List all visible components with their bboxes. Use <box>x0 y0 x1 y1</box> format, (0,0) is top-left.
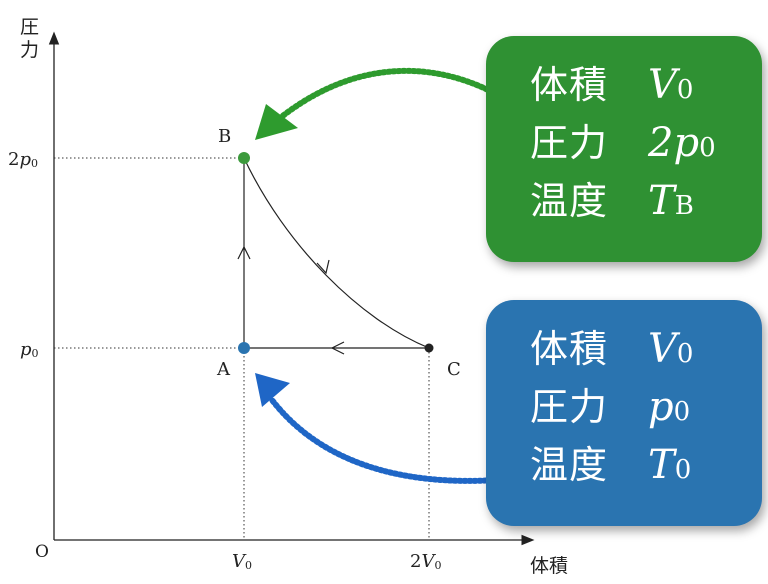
info-label: 体積 <box>530 63 609 107</box>
green-arrowhead <box>255 104 298 140</box>
info-label: 温度 <box>530 179 609 223</box>
info-row: 体積 V0 <box>530 54 762 112</box>
point-b <box>238 152 250 164</box>
blue-arrowhead <box>255 373 290 407</box>
x-tick-2v0: 2V0 <box>410 551 441 572</box>
x-tick-v0: V0 <box>232 551 252 572</box>
info-value: V0 <box>648 326 694 372</box>
state-b-info-box: 体積 V0 圧力 2p0 温度 TB <box>486 36 762 262</box>
info-row: 温度 T0 <box>530 434 762 492</box>
info-value: V0 <box>648 62 694 108</box>
info-value: T0 <box>648 442 692 488</box>
info-row: 温度 TB <box>530 170 762 228</box>
point-label-b: B <box>218 126 231 147</box>
path-b-to-c <box>243 157 430 349</box>
info-label: 圧力 <box>530 385 609 429</box>
point-a <box>238 342 250 354</box>
point-label-c: C <box>447 359 461 380</box>
info-value: p0 <box>648 384 691 430</box>
origin-label: O <box>35 542 49 562</box>
point-c <box>424 343 434 353</box>
info-label: 体積 <box>530 327 609 371</box>
info-label: 圧力 <box>530 121 609 165</box>
y-axis-label-2: 力 <box>20 39 39 61</box>
state-a-info-box: 体積 V0 圧力 p0 温度 T0 <box>486 300 762 526</box>
arrow-a-to-b <box>237 245 251 260</box>
info-row: 圧力 p0 <box>530 376 762 434</box>
green-curved-arrow <box>277 67 499 121</box>
blue-curved-arrow <box>269 397 499 484</box>
info-label: 温度 <box>530 443 609 487</box>
info-value: 2p0 <box>648 120 716 166</box>
info-value: TB <box>648 178 694 224</box>
y-tick-p0: p0 <box>20 339 39 360</box>
x-axis-label: 体積 <box>530 555 568 577</box>
info-row: 圧力 2p0 <box>530 112 762 170</box>
arrow-c-to-a <box>330 341 345 355</box>
y-axis-label-1: 圧 <box>20 16 39 38</box>
info-row: 体積 V0 <box>530 318 762 376</box>
point-label-a: A <box>216 359 231 380</box>
y-tick-2p0: 2p0 <box>8 149 38 170</box>
arrow-b-to-c <box>316 259 330 275</box>
